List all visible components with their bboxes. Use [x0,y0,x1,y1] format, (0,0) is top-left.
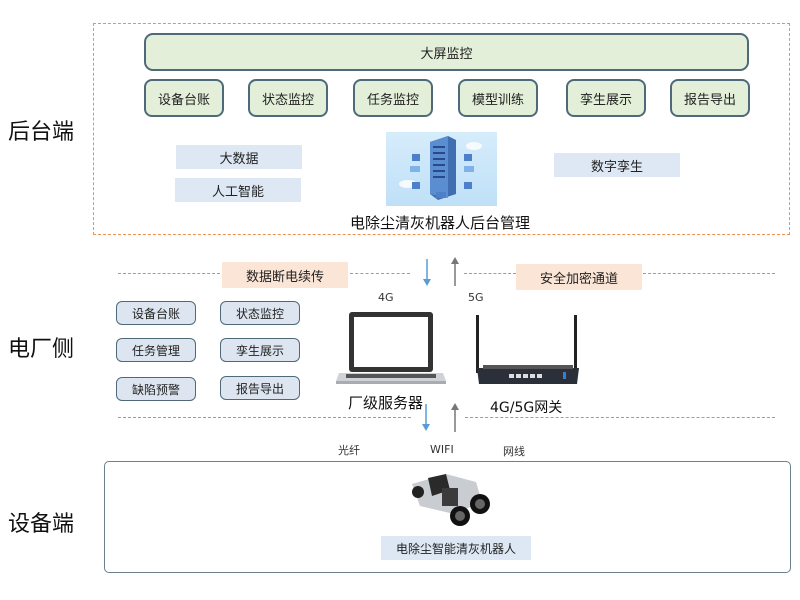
lower-link-line-left [118,417,411,418]
note-secure-channel: 安全加密通道 [516,264,642,290]
upper-link-line-mid [350,273,410,274]
upper-link-line-right [464,273,516,274]
tier-label-plant: 电厂侧 [8,337,75,362]
label-wifi: WIFI [430,443,454,456]
tier-label-backend: 后台端 [8,120,75,145]
backend-frame [93,23,790,235]
tech-big-data: 大数据 [176,145,302,169]
arrow-down-icon [421,259,433,287]
backend-module-training: 模型训练 [458,79,538,117]
label-5g: 5G [468,291,484,304]
plant-module-report: 报告导出 [220,376,300,400]
plant-server-caption: 厂级服务器 [348,394,424,412]
arrow-down-lower-icon [420,404,432,432]
backend-module-status: 状态监控 [248,79,328,117]
plant-module-alert: 缺陷预警 [116,377,196,401]
cleaning-robot-icon [406,470,496,528]
label-ethernet: 网线 [503,445,525,458]
backend-module-task: 任务监控 [353,79,433,117]
upper-link-line-left [118,273,220,274]
arrow-up-icon [449,256,461,286]
robot-caption: 电除尘智能清灰机器人 [381,536,531,560]
label-fiber: 光纤 [338,444,360,457]
laptop-server-icon [336,311,446,385]
upper-link-line-far-right [643,273,775,274]
big-screen-monitor-box: 大屏监控 [144,33,749,71]
note-data-resume: 数据断电续传 [222,262,348,288]
tech-ai: 人工智能 [175,178,301,202]
tier-label-device: 设备端 [8,512,75,537]
backend-module-report: 报告导出 [670,79,750,117]
arrow-up-lower-icon [449,402,461,432]
plant-module-twin: 孪生展示 [220,338,300,362]
backend-module-twin: 孪生展示 [566,79,646,117]
label-4g: 4G [378,291,394,304]
gateway-router-icon [473,314,583,386]
backend-module-ledger: 设备台账 [144,79,224,117]
plant-module-ledger: 设备台账 [116,301,196,325]
server-rack-icon [386,132,497,206]
lower-link-line-right [465,417,775,418]
plant-module-status: 状态监控 [220,301,300,325]
gateway-caption: 4G/5G网关 [490,400,563,416]
backend-server-caption: 电除尘清灰机器人后台管理 [350,214,531,232]
tech-digital-twin: 数字孪生 [554,153,680,177]
device-frame [104,461,791,573]
plant-module-task: 任务管理 [116,338,196,362]
